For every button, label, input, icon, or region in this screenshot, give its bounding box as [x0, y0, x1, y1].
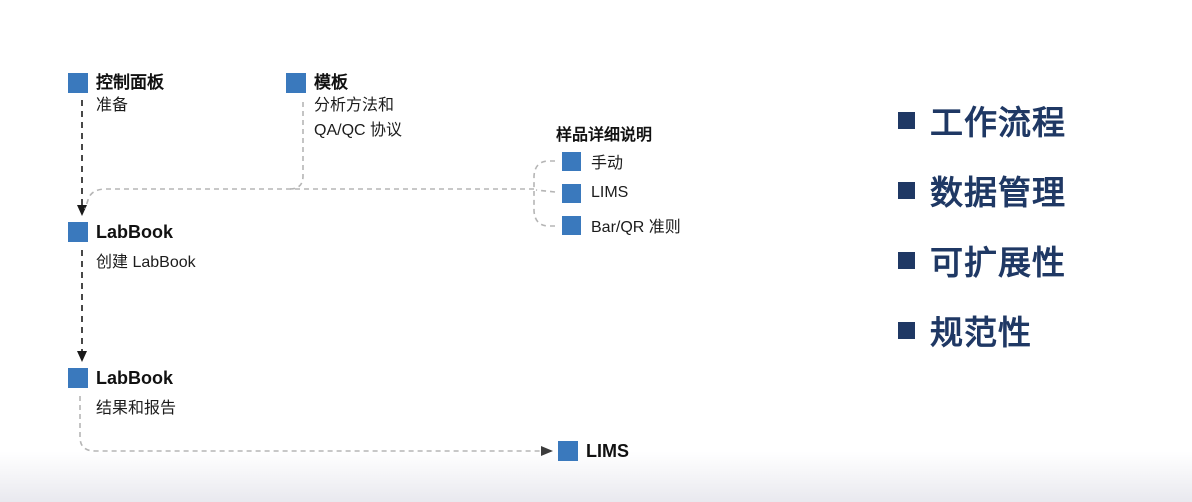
sample-item-lims: LIMS [562, 183, 681, 203]
template-subtitle-line2: QA/QC 协议 [314, 122, 403, 139]
labbook-create-square-icon [68, 222, 88, 242]
node-labbook-results: LabBook 结果和报告 [68, 367, 176, 421]
control-panel-square-icon [68, 73, 88, 93]
sample-item-label: Bar/QR 准则 [591, 218, 681, 236]
control-panel-subtitle: 准备 [96, 97, 129, 114]
sample-item-label: 手动 [591, 154, 624, 172]
feature-item-workflow: 工作流程 [898, 98, 1066, 142]
connector-sample-lims [535, 189, 556, 193]
lims-target-square-icon [558, 441, 578, 461]
template-title: 模板 [314, 73, 348, 92]
feature-label: 规范性 [930, 314, 1032, 351]
template-subtitle-line1: 分析方法和 [314, 97, 395, 114]
arrowhead-to-lims [541, 446, 553, 456]
labbook-results-subtitle: 结果和报告 [96, 400, 177, 417]
labbook-results-square-icon [68, 368, 88, 388]
labbook-create-title: LabBook [96, 222, 174, 242]
feature-item-data-management: 数据管理 [898, 168, 1066, 212]
connector-trunk-to-labbook [84, 188, 534, 210]
lims-target-title: LIMS [586, 441, 629, 461]
node-template: 模板 分析方法和 QA/QC 协议 [286, 72, 402, 143]
sample-item-label: LIMS [591, 183, 629, 201]
barqr-square-icon [562, 215, 581, 235]
feature-label: 数据管理 [930, 174, 1066, 211]
lims-square-icon [562, 183, 581, 203]
node-lims-target: LIMS [558, 440, 629, 462]
arrowhead-control-to-labbook [77, 205, 87, 216]
template-square-icon [286, 73, 306, 93]
feature-item-scalability: 可扩展性 [898, 238, 1066, 282]
square-bullet-icon [898, 321, 915, 339]
sample-item-manual: 手动 [562, 151, 681, 172]
labbook-create-subtitle: 创建 LabBook [96, 254, 196, 271]
arrowhead-labbook-to-labbook [77, 351, 87, 362]
node-labbook-create: LabBook 创建 LabBook [68, 221, 196, 275]
feature-label: 可扩展性 [930, 244, 1066, 281]
square-bullet-icon [898, 251, 915, 269]
square-bullet-icon [898, 111, 915, 129]
feature-label: 工作流程 [930, 104, 1066, 141]
feature-item-compliance: 规范性 [898, 308, 1066, 352]
sample-details-list: 手动 LIMS Bar/QR 准则 [562, 151, 681, 236]
manual-square-icon [562, 151, 581, 171]
labbook-results-title: LabBook [96, 368, 174, 388]
node-control-panel: 控制面板 准备 [68, 72, 164, 118]
connector-sample-barqr [533, 191, 555, 227]
square-bullet-icon [898, 181, 915, 199]
connector-sample-manual [533, 160, 555, 188]
sample-details-title: 样品详细说明 [556, 127, 653, 144]
feature-list: 工作流程 数据管理 可扩展性 规范性 [898, 98, 1066, 378]
control-panel-title: 控制面板 [96, 73, 164, 92]
sample-item-barqr: Bar/QR 准则 [562, 215, 681, 236]
